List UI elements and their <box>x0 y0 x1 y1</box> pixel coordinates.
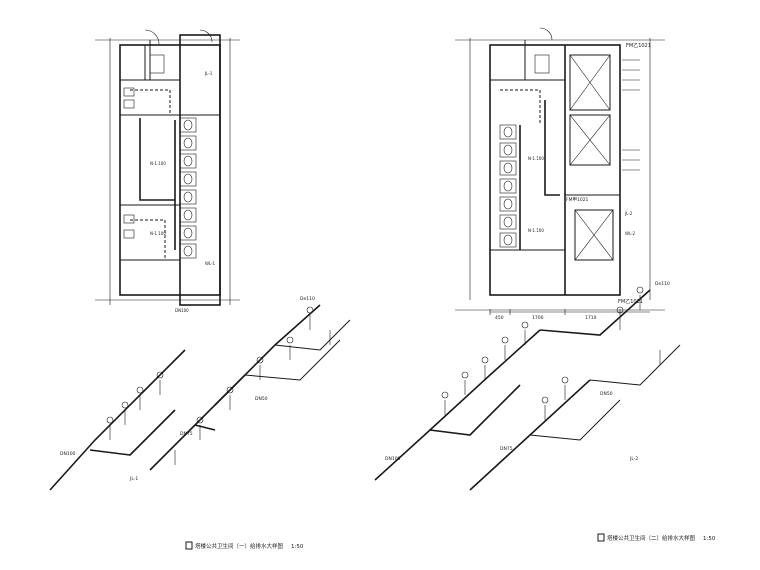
plan-a-level-2: N-1.100 <box>150 231 166 236</box>
iso-a-dn100: DN100 <box>60 451 76 457</box>
isometric-a: DN100 DN75 DN50 De110 JL-1 <box>49 296 351 491</box>
iso-b-jl: JL-2 <box>629 456 638 462</box>
stalls-b <box>499 54 550 248</box>
stalls-a <box>179 117 197 259</box>
iso-b-dn75: DN75 <box>500 446 513 452</box>
plan-b: FM乙1021 FM甲1021 FM乙1021 N-1.100 N-1.100 … <box>455 27 665 321</box>
plan-b-level-2: N-1.100 <box>528 228 544 233</box>
caption-a-title: 塔楼公共卫生间（一）给排水大样图 <box>195 542 284 550</box>
plan-b-riser-wl: WL-2 <box>625 231 636 236</box>
caption-a-scale: 1:50 <box>291 544 304 550</box>
stair <box>622 59 640 171</box>
dim-1: 450 <box>495 315 504 321</box>
isometric-b: DN100 DN75 DN50 De110 JL-2 <box>374 281 681 491</box>
plan-a-dn: DN100 <box>175 308 189 313</box>
caption-b: 塔楼公共卫生间（二）给排水大样图 1:50 <box>597 533 716 542</box>
caption-b-scale: 1:50 <box>703 536 716 542</box>
door-label-bottom: FM乙1021 <box>618 298 643 305</box>
caption-a: 塔楼公共卫生间（一）给排水大样图 1:50 <box>185 541 304 550</box>
plan-a-riser-jl: JL-1 <box>204 71 213 76</box>
iso-b-dn100: DN100 <box>385 456 401 462</box>
iso-b-dn50: DN50 <box>600 391 613 397</box>
iso-a-dn75: DN75 <box>180 431 193 437</box>
dim-2: 1700 <box>532 315 544 321</box>
plan-a-riser-wl: WL-1 <box>205 261 216 266</box>
plan-b-riser-jl: JL-2 <box>624 211 633 216</box>
plan-a: N-1.100 N-1.100 JL-1 WL-1 DN100 <box>95 29 240 313</box>
dim-3: 1710 <box>585 315 597 321</box>
door-label-top: FM乙1021 <box>626 42 651 49</box>
iso-a-de110: De110 <box>300 296 315 302</box>
iso-a-jl: JL-1 <box>129 476 138 482</box>
elevator-shafts <box>569 54 614 261</box>
caption-b-title: 塔楼公共卫生间（二）给排水大样图 <box>607 534 696 542</box>
door-label-mid: FM甲1021 <box>566 197 589 203</box>
plan-b-level-1: N-1.100 <box>528 156 544 161</box>
iso-b-de110: De110 <box>655 281 670 287</box>
iso-a-dn50: DN50 <box>255 396 268 402</box>
plan-a-level-1: N-1.100 <box>150 161 166 166</box>
